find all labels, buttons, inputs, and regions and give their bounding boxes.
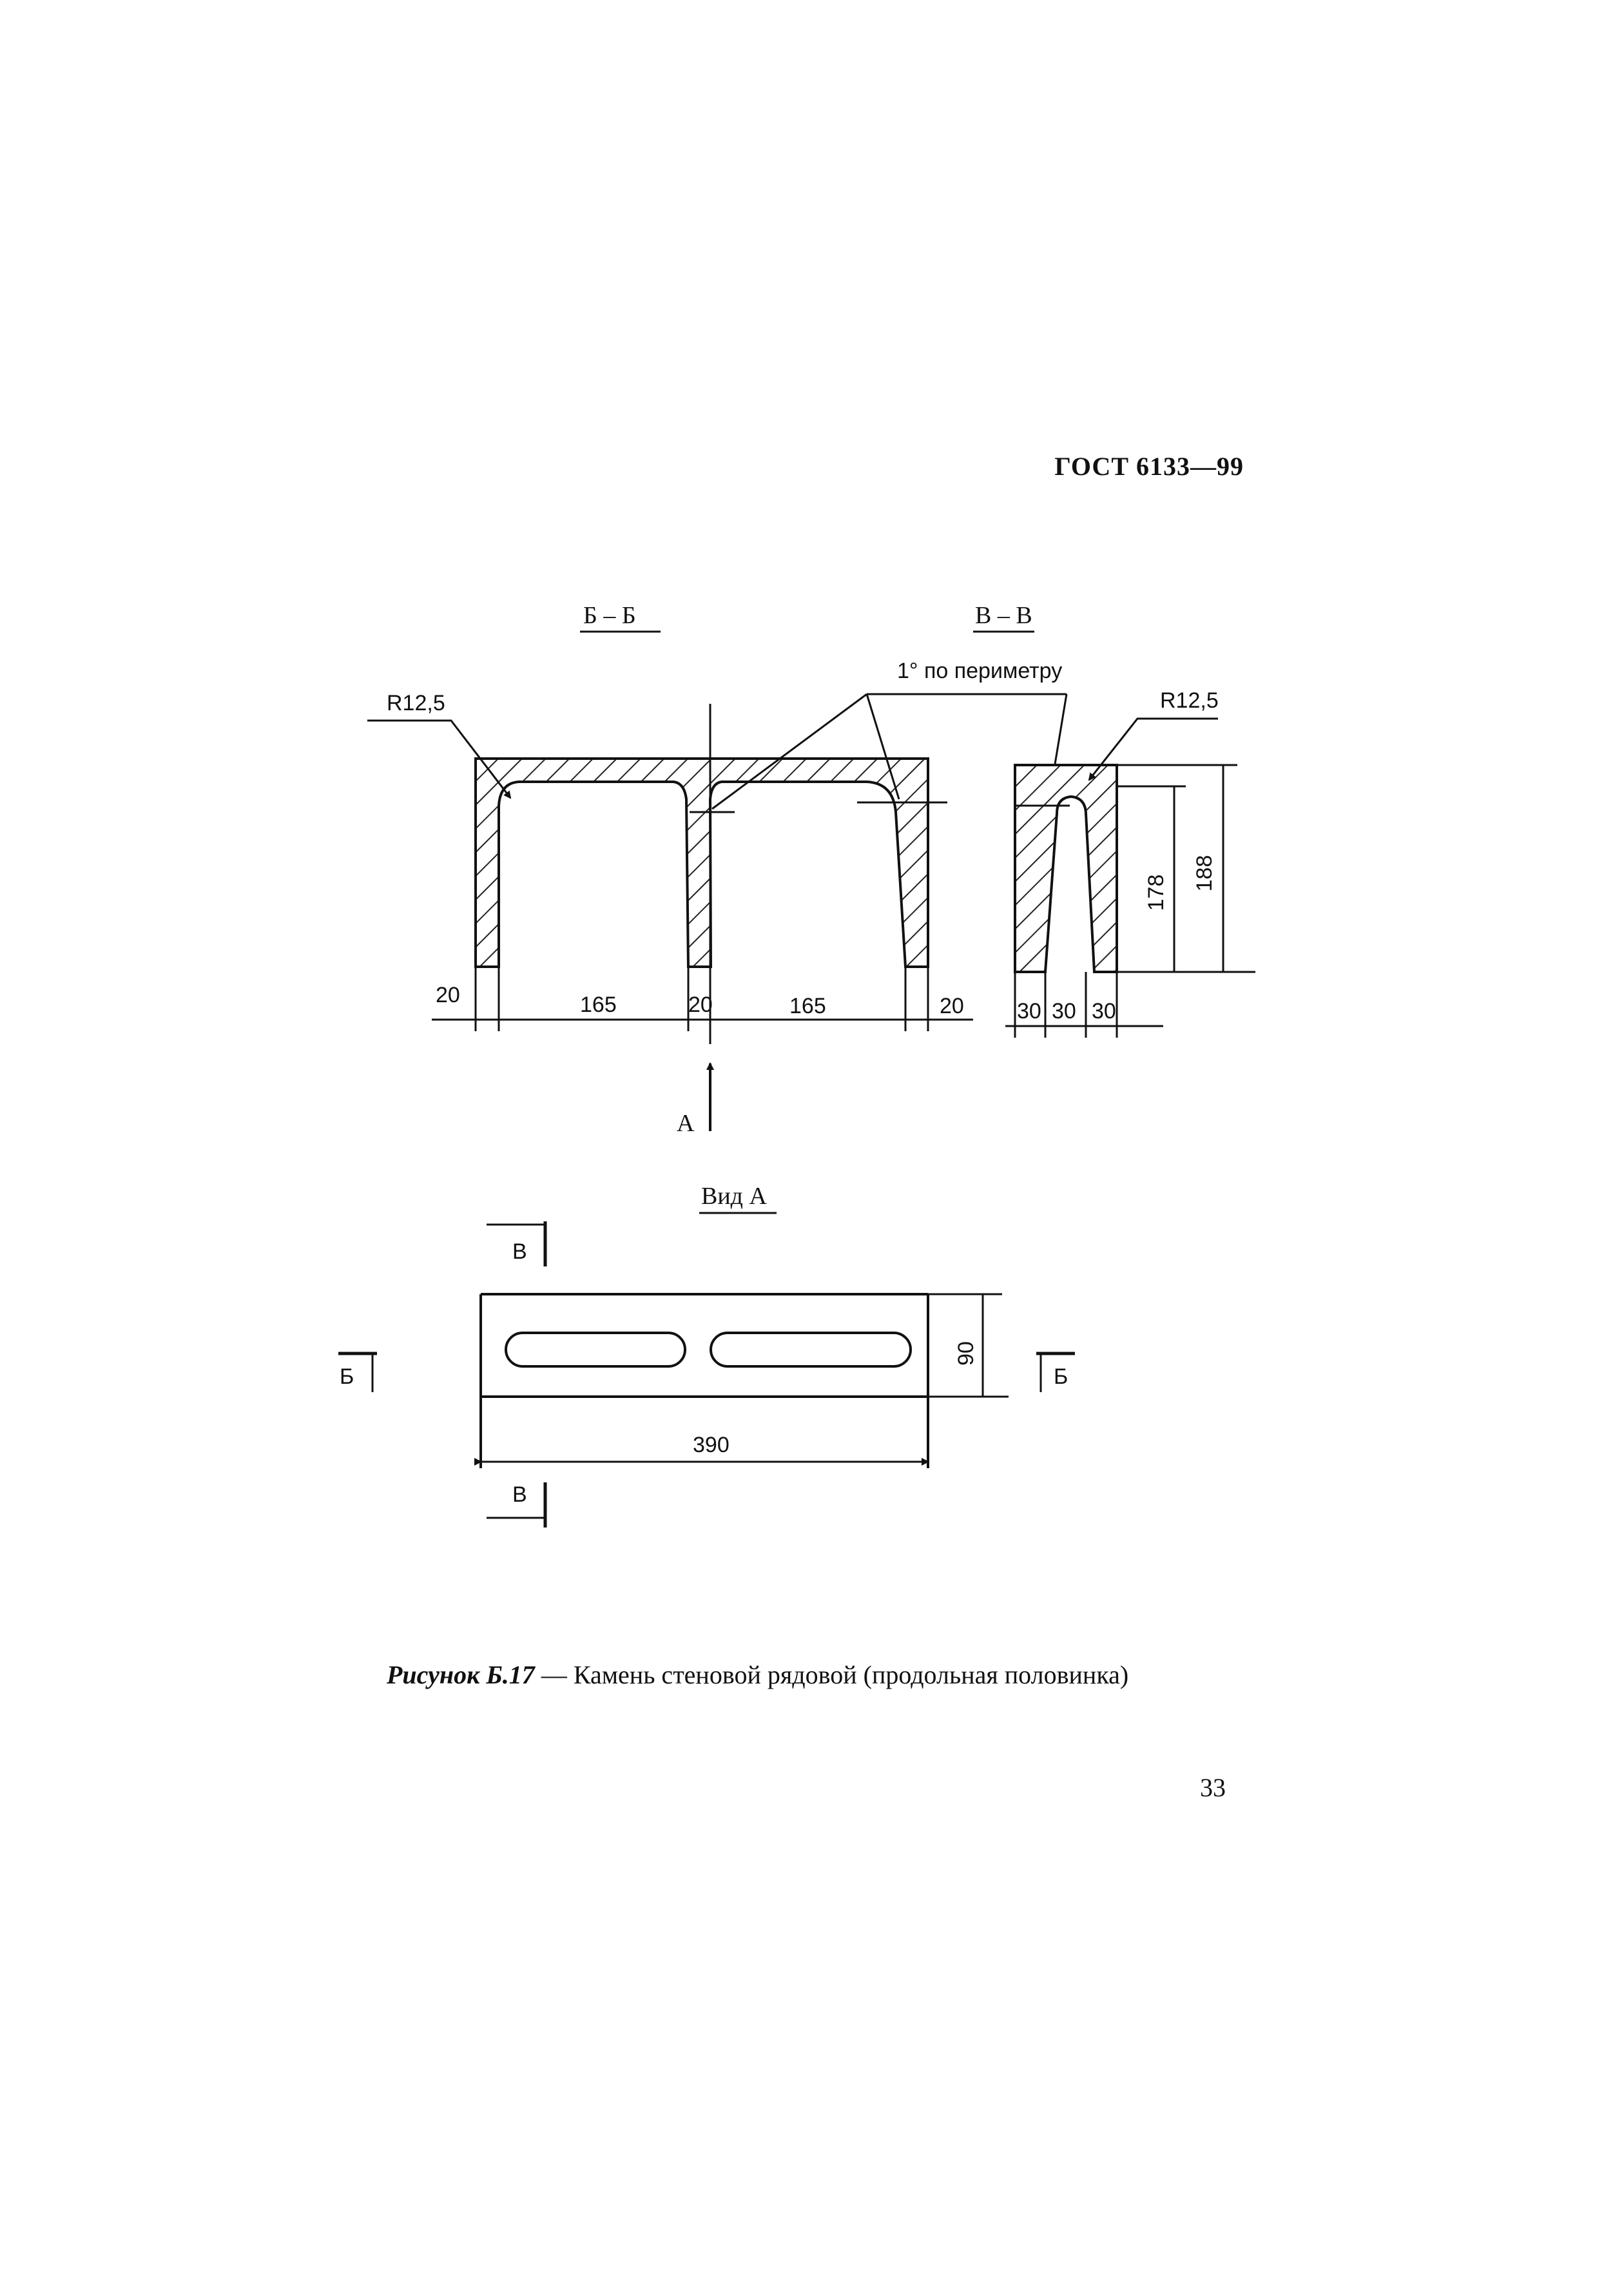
- cut-mark-b-left: Б: [338, 1352, 377, 1392]
- svg-text:Б: Б: [1054, 1364, 1068, 1389]
- section-bb-radius-leader: [367, 719, 512, 799]
- section-bb-radius-label: R12,5: [387, 691, 445, 715]
- section-vv: В – В R12,5 178 188 30 30 30: [973, 602, 1255, 1038]
- taper-leader-2: [865, 693, 900, 800]
- section-vv-height-dimensions: 178 188: [1117, 764, 1255, 973]
- dim-bb-1: 20: [436, 983, 460, 1007]
- view-a-title: Вид А: [701, 1183, 768, 1210]
- document-code: ГОСТ 6133—99: [1054, 452, 1244, 481]
- figure-caption: Рисунок Б.17 — Камень стеновой рядовой (…: [387, 1660, 1128, 1690]
- page-number: 33: [1200, 1773, 1226, 1802]
- dim-bb-3: 20: [688, 993, 713, 1017]
- dim-view-a-length: 390: [693, 1433, 730, 1457]
- view-a-slot-left: [505, 1332, 686, 1368]
- section-vv-title: В – В: [975, 602, 1032, 629]
- section-vv-bottom-dimensions: 30 30 30: [1005, 972, 1163, 1038]
- dim-vv-178: 178: [1144, 875, 1168, 911]
- svg-text:В: В: [512, 1482, 527, 1507]
- svg-text:В: В: [512, 1239, 527, 1264]
- section-vv-radius-label: R12,5: [1160, 688, 1219, 713]
- view-a-slot-right: [710, 1332, 912, 1368]
- dim-bb-2: 165: [580, 993, 617, 1017]
- cut-mark-v-bottom: В: [487, 1482, 547, 1527]
- figure-caption-text: — Камень стеновой рядовой (продольная по…: [534, 1660, 1129, 1689]
- section-bb-dimensions: 20 165 20 165 20: [432, 967, 973, 1031]
- cut-mark-b-right: Б: [1036, 1352, 1075, 1392]
- section-vv-taper-label: 1° по периметру: [897, 659, 1062, 683]
- section-vv-radius-leader: [1088, 717, 1218, 781]
- taper-leader-1: [711, 693, 867, 810]
- dim-bb-5: 20: [940, 994, 964, 1018]
- dim-vv-188: 188: [1192, 855, 1217, 892]
- view-a-arrow-label: А: [677, 1110, 695, 1137]
- dim-view-a-width: 90: [954, 1341, 978, 1366]
- section-bb-body: [474, 757, 929, 968]
- view-a: Вид А 90 390 В В Б: [338, 1183, 1075, 1527]
- dim-vv-30-1: 30: [1017, 999, 1041, 1023]
- section-bb-title: Б – Б: [583, 602, 636, 629]
- section-bb: Б – Б R12,5 1° по периметру 20 165 20 16: [367, 602, 1068, 1137]
- section-vv-body: [1014, 764, 1118, 973]
- figure-label: Рисунок Б.17: [387, 1660, 535, 1689]
- dim-bb-4: 165: [789, 994, 826, 1018]
- dim-vv-30-2: 30: [1052, 999, 1076, 1023]
- dim-vv-30-3: 30: [1092, 999, 1116, 1023]
- svg-text:Б: Б: [340, 1364, 354, 1389]
- cut-mark-v-top: В: [487, 1221, 547, 1266]
